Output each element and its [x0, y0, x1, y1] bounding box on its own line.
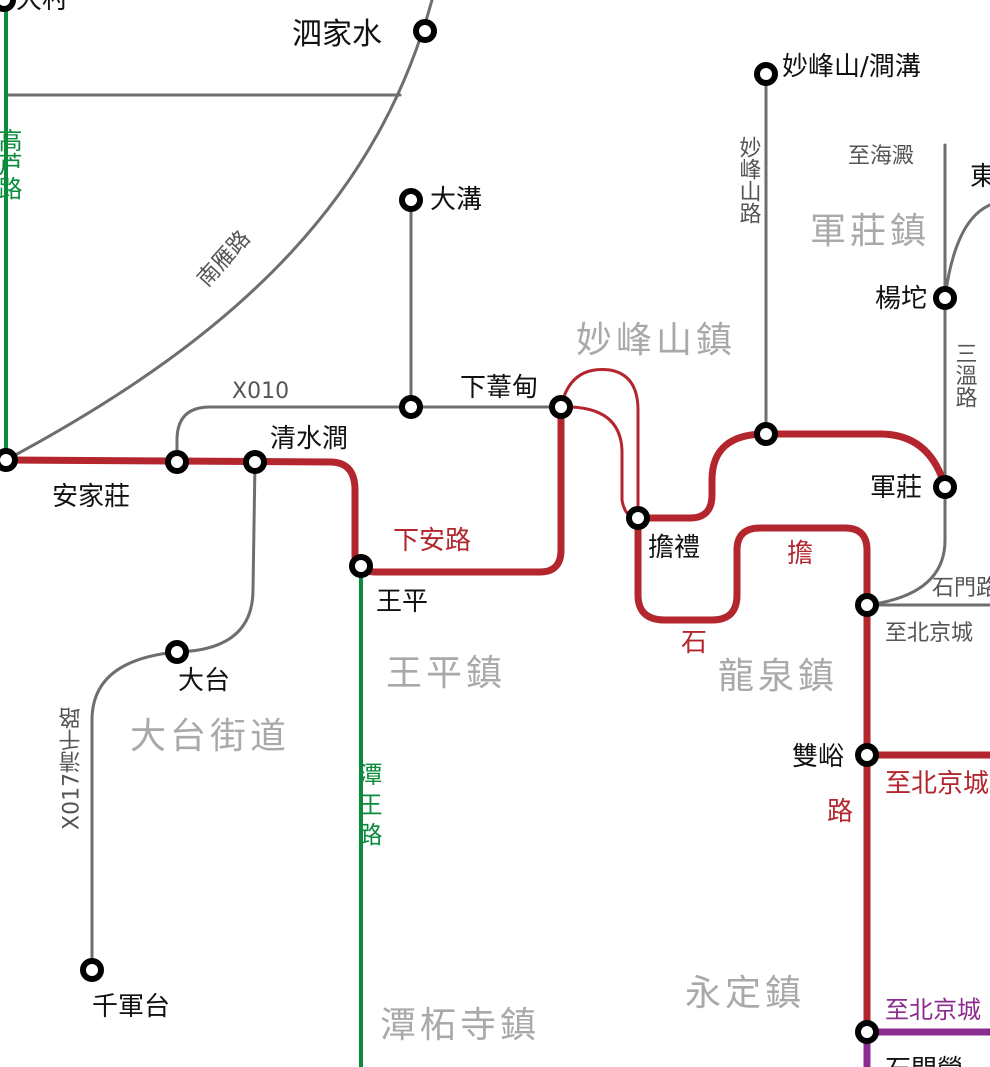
grey-roads — [4, 0, 990, 972]
label-wangping: 王平 — [376, 587, 428, 617]
label-sanwen: 三溫路 — [952, 342, 978, 408]
node-junzhuang[interactable] — [933, 475, 957, 499]
label-miaofengshan: 妙峰山/澗溝 — [782, 52, 921, 82]
node-top-left[interactable] — [0, 0, 16, 12]
node-danli[interactable] — [626, 506, 650, 530]
label-to-haidian: 至海澱 — [848, 144, 914, 169]
node-shuangyu[interactable] — [855, 743, 879, 767]
road-nanyan — [4, 0, 434, 462]
station-labels: 大村 泗家水 妙峰山/澗溝 大溝 楊坨 東 下葦甸 安家莊 清水澗 軍莊 擔禮 … — [16, 0, 990, 1067]
label-to-beijing-1: 至北京城 — [885, 621, 973, 646]
label-gaoluo: 高芦路 — [0, 128, 22, 200]
red-line-shi-loop — [634, 514, 871, 1044]
node-qianjuntai[interactable] — [80, 958, 104, 982]
town-yongding: 永定鎮 — [685, 973, 805, 1014]
label-x010: X010 — [232, 379, 289, 404]
node-dagou[interactable] — [399, 188, 423, 212]
label-miaofeng-road: 妙峰山路 — [736, 136, 762, 224]
node-miaofeng-junction[interactable] — [754, 422, 778, 446]
red-line-danli-junzhuang — [634, 430, 949, 522]
road-labels: 高芦路 南雁路 X010 妙峰山路 至海澱 三溫路 石門路 至北京城 至北京城 … — [0, 128, 990, 1024]
red-thin-loop — [559, 367, 640, 520]
label-shimenying: 石門營 — [885, 1055, 963, 1067]
label-top-right: 東 — [970, 162, 990, 192]
town-dadai: 大台街道 — [130, 716, 290, 757]
label-top-left: 大村 — [16, 0, 68, 15]
label-nanyan: 南雁路 — [193, 226, 256, 292]
red-trunk — [2, 367, 990, 1044]
label-tanwang: 潭王路 — [354, 762, 382, 852]
label-sijiashui: 泗家水 — [292, 17, 382, 52]
label-yangtuo: 楊坨 — [875, 284, 927, 314]
node-shimenying[interactable] — [855, 1020, 879, 1044]
station-nodes — [0, 0, 957, 1044]
label-danli: 擔禮 — [648, 533, 700, 563]
road-junzhuang-shimen — [865, 485, 947, 607]
node-qingshuijian[interactable] — [243, 450, 267, 474]
node-anjiazhuang-west[interactable] — [0, 448, 18, 472]
node-anjiazhuang[interactable] — [165, 450, 189, 474]
town-tanzhesi: 潭柘寺鎮 — [380, 1005, 540, 1046]
node-shimen[interactable] — [855, 593, 879, 617]
road-yangtuo-east — [943, 203, 990, 300]
label-dadai: 大台 — [178, 666, 230, 696]
label-x017: X017清千路 — [59, 707, 85, 830]
label-lu: 路 — [827, 797, 853, 827]
label-dagou: 大溝 — [430, 185, 482, 215]
label-xiaweidian: 下葦甸 — [460, 373, 538, 403]
node-x010[interactable] — [399, 395, 423, 419]
label-to-beijing-2: 至北京城 — [885, 769, 989, 799]
node-sijiashui[interactable] — [413, 19, 437, 43]
label-shuangyu: 雙峪 — [792, 742, 844, 772]
node-dadai[interactable] — [165, 640, 189, 664]
town-wangping: 王平鎮 — [386, 653, 506, 694]
town-miaofengshan: 妙峰山鎮 — [576, 320, 736, 361]
label-xiaan: 下安路 — [393, 526, 471, 556]
label-qianjuntai: 千軍台 — [92, 992, 170, 1022]
node-miaofengshan[interactable] — [754, 62, 778, 86]
node-wangping[interactable] — [349, 554, 373, 578]
label-shimen: 石門路 — [932, 576, 990, 601]
node-yangtuo[interactable] — [933, 286, 957, 310]
road-x010 — [175, 405, 564, 464]
label-dan: 擔 — [787, 539, 813, 569]
town-labels: 軍莊鎮 妙峰山鎮 王平鎮 龍泉鎮 大台街道 潭柘寺鎮 永定鎮 — [130, 211, 930, 1046]
node-xiaweidian[interactable] — [549, 395, 573, 419]
label-shi: 石 — [681, 628, 707, 658]
label-junzhuang: 軍莊 — [870, 473, 922, 503]
town-longquan: 龍泉鎮 — [718, 656, 838, 697]
label-anjiazhuang: 安家莊 — [52, 482, 130, 512]
red-thin-inner — [559, 405, 640, 520]
label-qingshuijian: 清水澗 — [270, 424, 348, 454]
green-roads — [4, 0, 363, 1067]
town-junzhuang: 軍莊鎮 — [810, 211, 930, 252]
label-to-beijing-3: 至北京城 — [885, 996, 981, 1024]
